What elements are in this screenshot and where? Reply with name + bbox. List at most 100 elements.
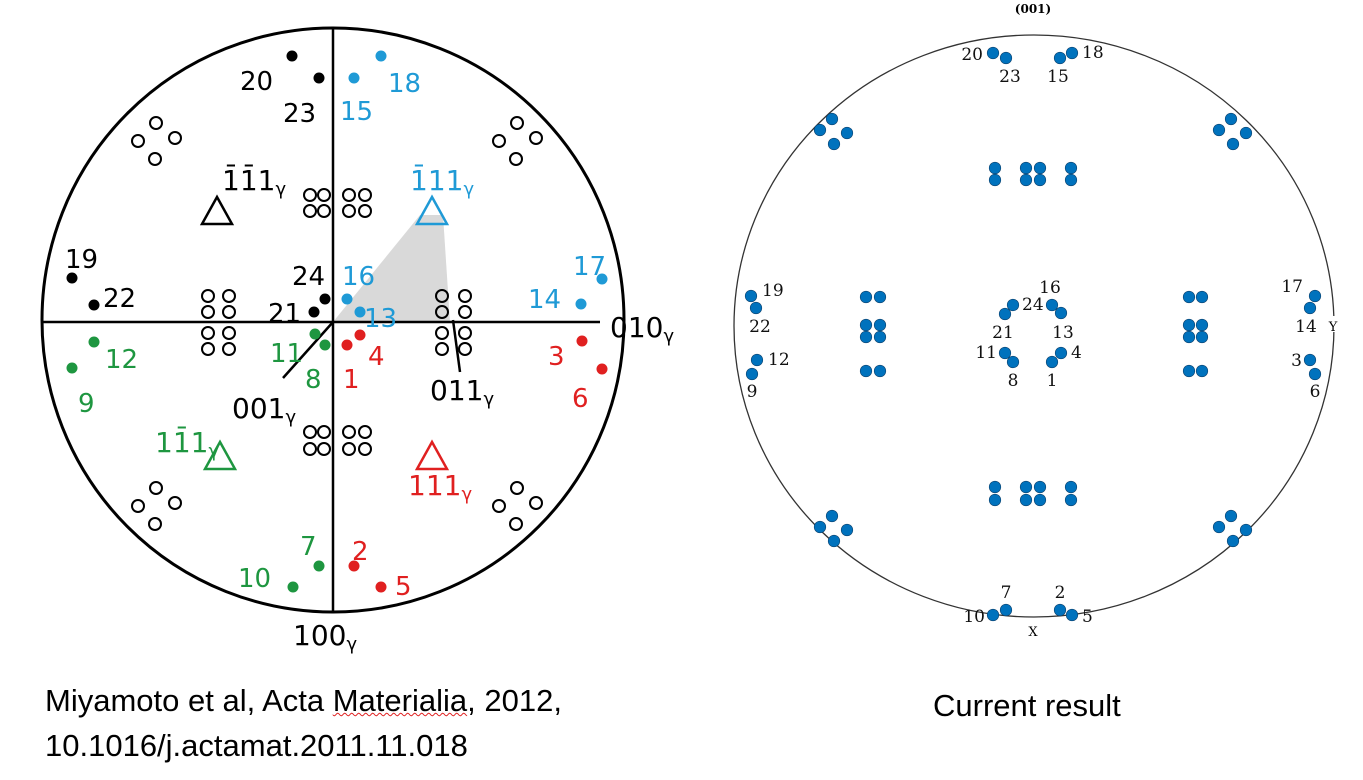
variant-point-10: [287, 581, 299, 593]
pole-marker: [1064, 480, 1078, 494]
open-circle-marker: [201, 342, 215, 356]
numbered-pole-8: [1006, 355, 1020, 369]
open-circle-marker: [149, 481, 163, 495]
open-circle-marker: [458, 342, 472, 356]
pole-label-green: 11̄1γ: [155, 425, 219, 462]
numbered-pole-20: [986, 46, 1000, 60]
variant-label-24: 24: [292, 262, 325, 292]
citation-year: , 2012,: [467, 683, 562, 718]
numbered-pole-17: [1308, 289, 1322, 303]
pole-marker: [1195, 290, 1209, 304]
pole-label-black: 1̄1̄1γ: [222, 163, 286, 200]
variant-label-11: 11: [270, 339, 303, 369]
variant-label-16: 16: [342, 262, 375, 292]
variant-point-1: [341, 339, 353, 351]
pole-marker: [1195, 318, 1209, 332]
pole-number-20: 20: [961, 45, 983, 65]
citation-text: Miyamoto et al, Acta: [45, 683, 333, 718]
pole-marker: [1033, 161, 1047, 175]
open-circle-marker: [168, 496, 182, 510]
numbered-pole-14: [1303, 301, 1317, 315]
open-circle-marker: [222, 342, 236, 356]
pole-number-19: 19: [762, 281, 784, 301]
pole-marker: [1182, 364, 1196, 378]
pole-marker: [840, 126, 854, 140]
variant-point-11: [309, 328, 321, 340]
pole-marker: [1239, 126, 1253, 140]
pole-marker: [1019, 480, 1033, 494]
variant-label-23: 23: [283, 99, 316, 129]
variant-label-19: 19: [65, 245, 98, 275]
variant-point-8: [319, 339, 331, 351]
open-circle-marker: [149, 116, 163, 130]
variant-label-3: 3: [548, 342, 565, 372]
pole-marker: [825, 112, 839, 126]
pole-marker: [988, 173, 1002, 187]
pole-number-24: 24: [1022, 295, 1044, 315]
numbered-pole-3: [1303, 353, 1317, 367]
variant-point-20: [286, 50, 298, 62]
pole-marker: [1033, 173, 1047, 187]
variant-point-18: [375, 50, 387, 62]
pole-number-9: 9: [747, 382, 758, 402]
variant-point-19: [66, 272, 78, 284]
current-result-caption: Current result: [933, 688, 1121, 723]
variant-point-15: [348, 72, 360, 84]
open-circle-marker: [342, 204, 356, 218]
open-circle-marker: [303, 425, 317, 439]
axis-label-diag: 011γ: [430, 374, 494, 410]
axis-label-right: 010γ: [610, 311, 674, 347]
open-circle-marker: [201, 289, 215, 303]
variant-point-16: [341, 293, 353, 305]
pole-triangle-blue: [414, 194, 450, 226]
variant-label-18: 18: [388, 69, 421, 99]
variant-point-9: [66, 362, 78, 374]
pole-marker: [827, 534, 841, 548]
pole-marker: [1064, 161, 1078, 175]
pole-marker: [1182, 330, 1196, 344]
numbered-pole-9: [745, 367, 759, 381]
pole-number-22: 22: [749, 317, 771, 337]
pole-marker: [1019, 173, 1033, 187]
open-circle-marker: [303, 442, 317, 456]
pole-marker: [1212, 123, 1226, 137]
open-circle-marker: [509, 517, 523, 531]
pole-marker: [1033, 480, 1047, 494]
pole-marker: [859, 290, 873, 304]
open-circle-marker: [317, 188, 331, 202]
open-circle-marker: [435, 326, 449, 340]
variant-label-17: 17: [573, 252, 606, 282]
pole-label-blue: 1̄11γ: [410, 163, 474, 200]
open-circle-marker: [222, 289, 236, 303]
variant-label-20: 20: [240, 67, 273, 97]
variant-label-7: 7: [300, 532, 317, 562]
open-circle-marker: [458, 289, 472, 303]
pole-marker: [1182, 290, 1196, 304]
pole-marker: [988, 493, 1002, 507]
pole-number-15: 15: [1047, 67, 1069, 87]
pole-marker: [1064, 173, 1078, 187]
variant-label-2: 2: [352, 537, 369, 567]
numbered-pole-21: [998, 307, 1012, 321]
pole-marker: [873, 364, 887, 378]
pole-marker: [859, 364, 873, 378]
variant-point-14: [575, 298, 587, 310]
open-circle-marker: [458, 305, 472, 319]
pole-marker: [859, 318, 873, 332]
open-circle-marker: [303, 204, 317, 218]
open-circle-marker: [435, 305, 449, 319]
variant-label-15: 15: [340, 97, 373, 127]
variant-point-12: [88, 336, 100, 348]
variant-label-14: 14: [528, 285, 561, 315]
variant-label-1: 1: [343, 365, 360, 395]
open-circle-marker: [342, 188, 356, 202]
open-circle-marker: [529, 496, 543, 510]
pole-marker: [988, 480, 1002, 494]
numbered-pole-12: [750, 353, 764, 367]
variant-point-7: [313, 560, 325, 572]
open-circle-marker: [358, 442, 372, 456]
pole-marker: [840, 523, 854, 537]
pole-marker: [873, 290, 887, 304]
citation-journal: Materialia: [332, 683, 468, 718]
